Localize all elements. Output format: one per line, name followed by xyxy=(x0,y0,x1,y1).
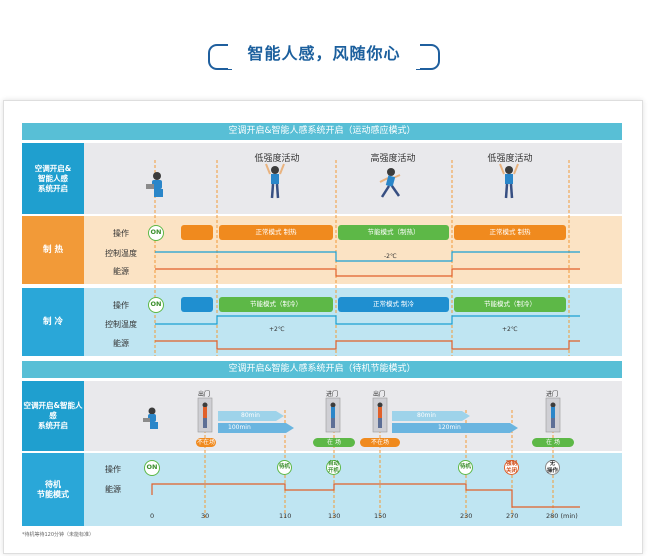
s1-system-label: 空调开启& 智能人感 系统开启 xyxy=(22,143,84,214)
s2-system-label: 空调开启&智能人感 系统开启 xyxy=(22,381,84,451)
cool-pill-0 xyxy=(181,297,213,312)
heat-pill-normal-2: 正常模式 制热 xyxy=(454,225,566,240)
cool-row-temp: 控制温度 xyxy=(105,320,137,329)
tag-present-2: 在 场 xyxy=(532,438,574,447)
header-bracket-left xyxy=(208,44,232,70)
standby-on-indicator: ON xyxy=(144,460,160,476)
cool-on-indicator: ON xyxy=(148,297,164,313)
event-in-2: 进门 xyxy=(546,391,559,398)
door-exit-icon-1 xyxy=(197,397,213,433)
person-running-icon xyxy=(379,168,401,198)
footnote: *待机等待120分钟（未能标准） xyxy=(22,532,95,538)
activity-label-1: 低强度活动 xyxy=(254,154,300,164)
heat-on-indicator: ON xyxy=(148,225,164,241)
standby-row-energy: 能源 xyxy=(105,485,121,494)
activity-label-3: 低强度活动 xyxy=(487,154,533,164)
section1-title: 空调开启&智能人感系统开启（运动感应模式） xyxy=(22,123,622,140)
cool-row-operation: 操作 xyxy=(113,301,129,310)
arrow-label-4: 120min xyxy=(438,424,461,431)
duration-arrows xyxy=(218,411,518,433)
standby-circle-4: 强制 关闭 xyxy=(504,460,519,475)
event-in-1: 进门 xyxy=(326,391,339,398)
cool-temp-label-2: +2℃ xyxy=(502,326,518,333)
s1-system-panel: 空调开启& 智能人感 系统开启 xyxy=(22,143,622,214)
cool-pill-normal: 正常模式 制冷 xyxy=(338,297,449,312)
heat-row-energy: 能源 xyxy=(113,267,129,276)
tick-0: 0 xyxy=(150,512,155,520)
header-bracket-right xyxy=(416,44,440,70)
tick-1: 30 xyxy=(201,512,210,520)
activity-label-2: 高强度活动 xyxy=(370,154,416,164)
person-seated-icon xyxy=(146,172,163,197)
standby-label: 待机 节能模式 xyxy=(22,453,84,526)
cool-pill-eco-1: 节能模式（制冷） xyxy=(219,297,333,312)
cool-label: 制 冷 xyxy=(22,288,84,356)
standby-row-operation: 操作 xyxy=(105,465,121,474)
heat-pill-normal-1: 正常模式 制热 xyxy=(219,225,333,240)
standby-circle-2: 自动 开机 xyxy=(326,460,341,475)
standby-circle-3: 待机 xyxy=(458,460,473,475)
door-enter-icon-2 xyxy=(545,397,561,433)
heat-temp-label: -2℃ xyxy=(384,253,397,260)
heat-row-operation: 操作 xyxy=(113,229,129,238)
section2-title: 空调开启&智能人感系统开启（待机节能模式） xyxy=(22,361,622,378)
tick-4: 150 xyxy=(374,512,387,520)
tag-absent-2: 不在场 xyxy=(360,438,400,447)
heat-energy-line xyxy=(155,268,580,277)
person-seated-icon-2 xyxy=(143,407,158,429)
tick-2: 110 xyxy=(279,512,292,520)
standby-energy-line xyxy=(151,483,580,508)
page-header: 智能人感，风随你心 xyxy=(208,39,440,70)
arrow-label-3: 80min xyxy=(417,412,436,419)
tick-3: 130 xyxy=(328,512,341,520)
cool-temp-line xyxy=(155,315,580,325)
event-out-1: 出门 xyxy=(198,391,211,398)
person-arms-up-icon xyxy=(265,163,285,199)
tag-present-1: 在 场 xyxy=(313,438,355,447)
cool-temp-label-1: +2℃ xyxy=(269,326,285,333)
heat-pill-0 xyxy=(181,225,213,240)
heat-row-temp: 控制温度 xyxy=(105,249,137,258)
door-enter-icon-1 xyxy=(325,397,341,433)
heat-temp-line xyxy=(155,251,580,262)
standby-circle-1: 待机 xyxy=(277,460,292,475)
cool-pill-eco-2: 节能模式（制冷） xyxy=(454,297,566,312)
cool-row-energy: 能源 xyxy=(113,339,129,348)
cool-energy-line xyxy=(155,340,580,350)
heat-label: 制 热 xyxy=(22,216,84,284)
arrow-label-1: 80min xyxy=(241,412,260,419)
door-exit-icon-2 xyxy=(372,397,388,433)
page-title: 智能人感，风随你心 xyxy=(228,39,420,69)
tick-5: 230 xyxy=(460,512,473,520)
person-arms-up-icon-2 xyxy=(499,163,519,199)
event-out-2: 出门 xyxy=(373,391,386,398)
heat-pill-eco: 节能模式（制热） xyxy=(338,225,449,240)
arrow-label-2: 100min xyxy=(228,424,251,431)
tick-6: 270 xyxy=(506,512,519,520)
standby-circle-5: 无 操作 xyxy=(545,460,560,475)
tick-7: 280 (min) xyxy=(546,512,578,520)
tag-absent-1: 不在场 xyxy=(196,438,216,447)
